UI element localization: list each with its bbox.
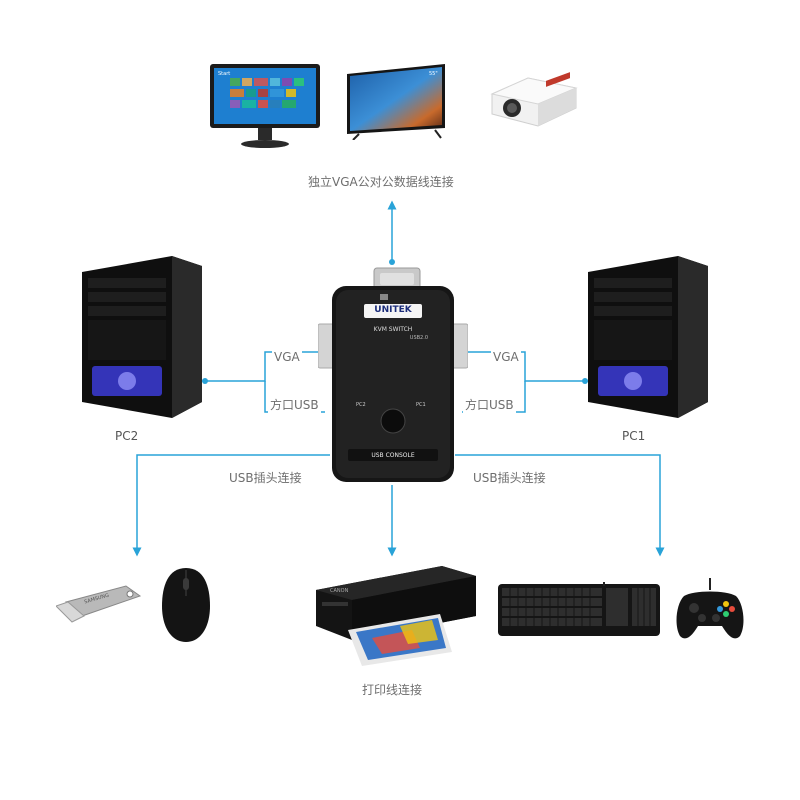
projector (488, 72, 580, 132)
kvm-model: KVM SWITCH (373, 326, 413, 333)
kvm-model-sub: USB2.0 (409, 335, 428, 341)
left-bracket-line (205, 351, 325, 382)
tv: 55" (345, 62, 449, 140)
right-usb-plug-label: USB插头连接 (473, 471, 546, 485)
kvm-pc1-mark: PC1 (416, 402, 426, 408)
vga-out-dot (389, 259, 395, 265)
monitor: Start (208, 62, 322, 150)
kvm-console-label: USB CONSOLE (371, 452, 415, 459)
usb-stick: SAMSUNG (56, 582, 146, 626)
printer: CANON (312, 556, 480, 668)
left-usb-bus (132, 454, 330, 557)
kvm-pc2-mark: PC2 (356, 402, 366, 408)
pc1-label: PC1 (622, 429, 646, 443)
keyboard (496, 580, 662, 638)
gamepad (674, 578, 746, 642)
pc2-label: PC2 (115, 429, 139, 443)
right-vga-label: VGA (491, 350, 521, 364)
monitor-screen-text: Start (218, 71, 230, 77)
right-usb-label: 方口USB (463, 396, 516, 413)
kvm-select-button[interactable] (381, 409, 405, 433)
left-vga-label: VGA (272, 350, 302, 364)
tv-screen-text: 55" (429, 71, 438, 77)
pc1-tower (586, 252, 710, 420)
left-usb-label: 方口USB (268, 396, 321, 413)
bottom-caption: 打印线连接 (362, 683, 423, 697)
right-usb-bus (455, 454, 665, 557)
printer-brand: CANON (330, 588, 349, 594)
right-pc-dot (582, 378, 588, 384)
left-usb-plug-label: USB插头连接 (229, 471, 302, 485)
pc2-tower (80, 252, 204, 420)
top-caption: 独立VGA公对公数据线连接 (308, 175, 454, 189)
kvm-switch: UNITEK KVM SWITCH USB2.0 PC2 PC1 USB CON… (318, 264, 468, 484)
right-bracket-line (462, 351, 585, 382)
mouse (158, 566, 214, 644)
kvm-brand: UNITEK (374, 305, 412, 315)
left-pc-dot (202, 378, 208, 384)
